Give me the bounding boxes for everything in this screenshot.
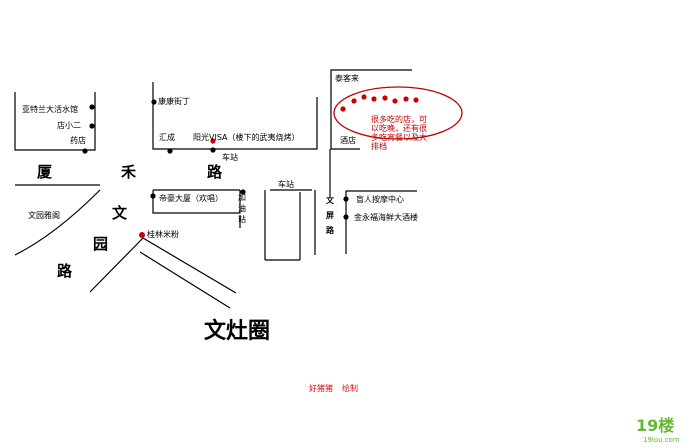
road-wenyuan-3: 路 bbox=[57, 262, 73, 280]
note-line-3: 多吃宵餐以及大 bbox=[371, 132, 427, 142]
place-jinyongfu: 金永福海鲜大酒楼 bbox=[354, 212, 418, 222]
place-wenyuanyage: 文园雅阁 bbox=[28, 210, 60, 220]
road-xiahe-2: 禾 bbox=[121, 163, 137, 181]
credit-author: 好猪猪 bbox=[309, 383, 333, 393]
food-dot bbox=[403, 96, 409, 102]
road-edge bbox=[152, 82, 318, 150]
place-guilin: 桂林米粉 bbox=[147, 229, 179, 239]
marker-dot bbox=[150, 193, 156, 199]
marker-dot bbox=[167, 148, 173, 154]
marker-dot bbox=[139, 232, 145, 238]
marker-dot bbox=[240, 189, 246, 195]
place-kangkangjieding: 康康街丁 bbox=[158, 96, 190, 106]
place-yateilan: 亚特兰大活水馆 bbox=[22, 104, 78, 114]
road-edge bbox=[139, 251, 231, 309]
place-huicheng: 汇成 bbox=[159, 132, 175, 142]
place-labels: 亚特兰大活水馆 店小二 药店 文园雅阁 康康街丁 汇成 阳光VISA（楼下的武夷… bbox=[22, 73, 418, 239]
road-edge bbox=[330, 69, 412, 150]
road-labels: 厦 禾 路 文 园 路 文屏路 bbox=[37, 163, 335, 280]
credit-drawn: 绘制 bbox=[342, 383, 358, 393]
food-note: 很多吃的店，可 以吃晚，还有很 多吃宵餐以及大 排档 bbox=[371, 114, 427, 151]
food-area-ellipse bbox=[333, 86, 463, 140]
marker-dot bbox=[89, 123, 95, 129]
watermark-brand: 19楼 bbox=[636, 416, 674, 435]
note-line-4: 排档 bbox=[371, 141, 387, 151]
place-mangren: 盲人按摩中心 bbox=[356, 194, 404, 204]
road-xiahe-3: 路 bbox=[207, 163, 223, 181]
marker-dot bbox=[89, 104, 95, 110]
road-edge bbox=[14, 189, 101, 256]
food-area bbox=[333, 86, 463, 140]
road-lines bbox=[14, 69, 417, 309]
marker-dot bbox=[82, 148, 88, 154]
food-dot bbox=[351, 98, 357, 104]
place-taikelai: 泰客来 bbox=[335, 73, 359, 83]
map-title: 文灶圈 bbox=[204, 318, 270, 344]
marker-dot bbox=[151, 99, 157, 105]
road-edge bbox=[345, 190, 417, 254]
watermark-site: 19lou.com bbox=[643, 436, 680, 444]
place-chezhan-2: 车站 bbox=[278, 179, 294, 189]
marker-dot bbox=[210, 147, 216, 153]
note-line-2: 以吃晚，还有很 bbox=[371, 123, 427, 133]
food-dot bbox=[392, 98, 398, 104]
food-dot bbox=[371, 96, 377, 102]
marker-dot bbox=[343, 214, 349, 220]
marker-dot bbox=[210, 138, 216, 144]
marker-dot bbox=[343, 196, 349, 202]
place-jiayouzhan: 加油站 bbox=[238, 192, 246, 224]
road-edge bbox=[89, 237, 144, 293]
markers bbox=[82, 99, 349, 238]
road-edge bbox=[142, 237, 237, 294]
food-dot bbox=[361, 94, 367, 100]
road-wenyuan-1: 文 bbox=[112, 204, 128, 222]
place-dianxiaoer: 店小二 bbox=[57, 120, 81, 130]
place-chezhan-1: 车站 bbox=[222, 152, 238, 162]
place-yangguang-visa: 阳光VISA（楼下的武夷烧烤） bbox=[193, 132, 300, 142]
food-dot bbox=[340, 106, 346, 112]
watermark-logo: 19楼 19lou.com bbox=[636, 416, 680, 444]
road-wenyuan-2: 园 bbox=[93, 235, 108, 253]
road-xiahe-1: 厦 bbox=[37, 163, 53, 181]
food-dot bbox=[382, 95, 388, 101]
note-line-1: 很多吃的店，可 bbox=[371, 114, 427, 124]
place-jiudian: 酒店 bbox=[340, 135, 356, 145]
road-edge bbox=[14, 92, 96, 151]
place-dihao: 帝豪大厦（欢唱） bbox=[159, 193, 223, 203]
road-edge bbox=[152, 190, 241, 214]
food-dot bbox=[413, 97, 419, 103]
place-yaodian: 药店 bbox=[70, 135, 86, 145]
road-wenping: 文屏路 bbox=[326, 195, 335, 235]
